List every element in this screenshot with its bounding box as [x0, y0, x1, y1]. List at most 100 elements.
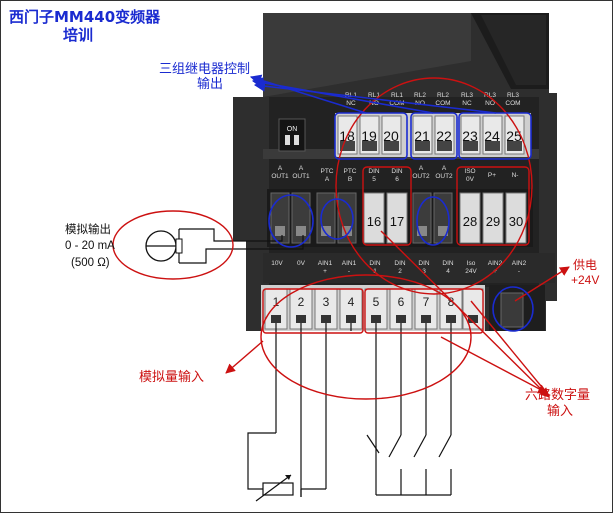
svg-text:1: 1: [373, 268, 377, 275]
svg-text:2: 2: [298, 295, 305, 309]
svg-text:AIN2: AIN2: [512, 260, 527, 267]
terminal-17[interactable]: 17: [386, 192, 408, 244]
svg-text:+: +: [493, 268, 497, 275]
svg-text:25: 25: [506, 128, 522, 144]
svg-text:P+: P+: [488, 172, 496, 179]
svg-text:A: A: [442, 165, 447, 172]
terminal-24[interactable]: 24: [482, 115, 503, 155]
power-supply-label-1: 供电: [573, 258, 597, 272]
svg-text:20: 20: [383, 128, 399, 144]
svg-text:A: A: [325, 176, 330, 183]
svg-text:7: 7: [423, 295, 430, 309]
svg-text:AIN2: AIN2: [488, 260, 503, 267]
ain2-highlight: [492, 286, 534, 332]
svg-text:28: 28: [463, 214, 477, 229]
svg-text:Iso: Iso: [467, 260, 476, 267]
terminal-6[interactable]: 6: [389, 288, 413, 330]
terminal-29[interactable]: 29: [482, 192, 504, 244]
svg-text:RL3: RL3: [461, 92, 473, 99]
svg-text:24: 24: [484, 128, 500, 144]
terminal-28[interactable]: 28: [459, 192, 481, 244]
svg-text:5: 5: [372, 176, 376, 183]
svg-text:ISO: ISO: [464, 168, 475, 175]
svg-text:AIN1: AIN1: [342, 260, 357, 267]
svg-text:DIN: DIN: [442, 260, 454, 267]
middle-label: P+: [488, 172, 496, 179]
svg-text:NC: NC: [462, 100, 472, 107]
relay-output-label-1: 三组继电器控制: [159, 62, 250, 77]
svg-text:NO: NO: [369, 100, 379, 107]
digital-input-label-2: 输入: [547, 403, 573, 419]
analog-output-highlight: [112, 210, 234, 280]
dip-switch[interactable]: ON: [278, 118, 306, 152]
analog-terminals-highlight: [262, 288, 364, 334]
bottom-label: AIN1-: [342, 260, 357, 275]
svg-text:4: 4: [446, 268, 450, 275]
terminal-ptc-a[interactable]: [316, 192, 336, 244]
relay2-highlight: [410, 112, 458, 160]
terminal-23[interactable]: 23: [460, 115, 481, 155]
title-line-2: 培训: [63, 26, 93, 44]
terminal-19[interactable]: 19: [359, 115, 380, 155]
svg-text:1: 1: [273, 295, 280, 309]
analog-output-label-1: 模拟输出: [65, 222, 111, 236]
terminal-20[interactable]: 20: [381, 115, 402, 155]
relay-terminal-row: 18 19 20 21 22 23 24 25: [335, 113, 531, 157]
svg-text:OUT2: OUT2: [435, 173, 453, 180]
svg-text:RL3: RL3: [507, 92, 519, 99]
analog-input-label: 模拟量输入: [139, 369, 204, 385]
terminal-aout2-plus[interactable]: [412, 192, 432, 244]
terminal-30[interactable]: 30: [505, 192, 527, 244]
svg-text:3: 3: [422, 268, 426, 275]
terminal-iso-24v[interactable]: [462, 288, 484, 330]
svg-text:16: 16: [367, 214, 381, 229]
terminal-21[interactable]: 21: [412, 115, 433, 155]
terminal-22[interactable]: 22: [434, 115, 455, 155]
bottom-label: AIN2+: [488, 260, 503, 275]
terminal-ptc-b[interactable]: [337, 192, 357, 244]
svg-text:RL2: RL2: [414, 92, 426, 99]
terminal-aout1-minus[interactable]: [291, 192, 311, 244]
terminal-aout1-plus[interactable]: [270, 192, 290, 244]
terminal-25[interactable]: 25: [504, 115, 525, 155]
digital-input-label-1: 六路数字量: [525, 387, 590, 403]
svg-text:AIN1: AIN1: [318, 260, 333, 267]
svg-text:0V: 0V: [297, 260, 306, 267]
terminal-ain2-block[interactable]: [489, 285, 545, 331]
svg-text:NC: NC: [346, 100, 356, 107]
analog-output-label-2: 0 - 20 mA: [65, 240, 115, 252]
aout2-highlight: [416, 196, 450, 246]
svg-text:29: 29: [486, 214, 500, 229]
middle-terminal-row: 16 17 28 29 30: [267, 189, 533, 247]
svg-text:6: 6: [398, 295, 405, 309]
svg-text:8: 8: [448, 295, 455, 309]
terminal-16[interactable]: 16: [363, 192, 385, 244]
analog-output-label-3: (500 Ω): [71, 257, 110, 269]
svg-text:30: 30: [509, 214, 523, 229]
svg-text:A: A: [419, 165, 424, 172]
svg-text:OUT1: OUT1: [271, 173, 289, 180]
svg-text:24V: 24V: [465, 268, 477, 275]
svg-text:DIN: DIN: [369, 260, 381, 267]
svg-text:OUT2: OUT2: [412, 173, 430, 180]
relay-output-label-2: 输出: [197, 76, 223, 92]
svg-text:3: 3: [323, 295, 330, 309]
title-line-1: 西门子MM440变频器: [9, 8, 161, 26]
svg-text:21: 21: [414, 128, 430, 144]
